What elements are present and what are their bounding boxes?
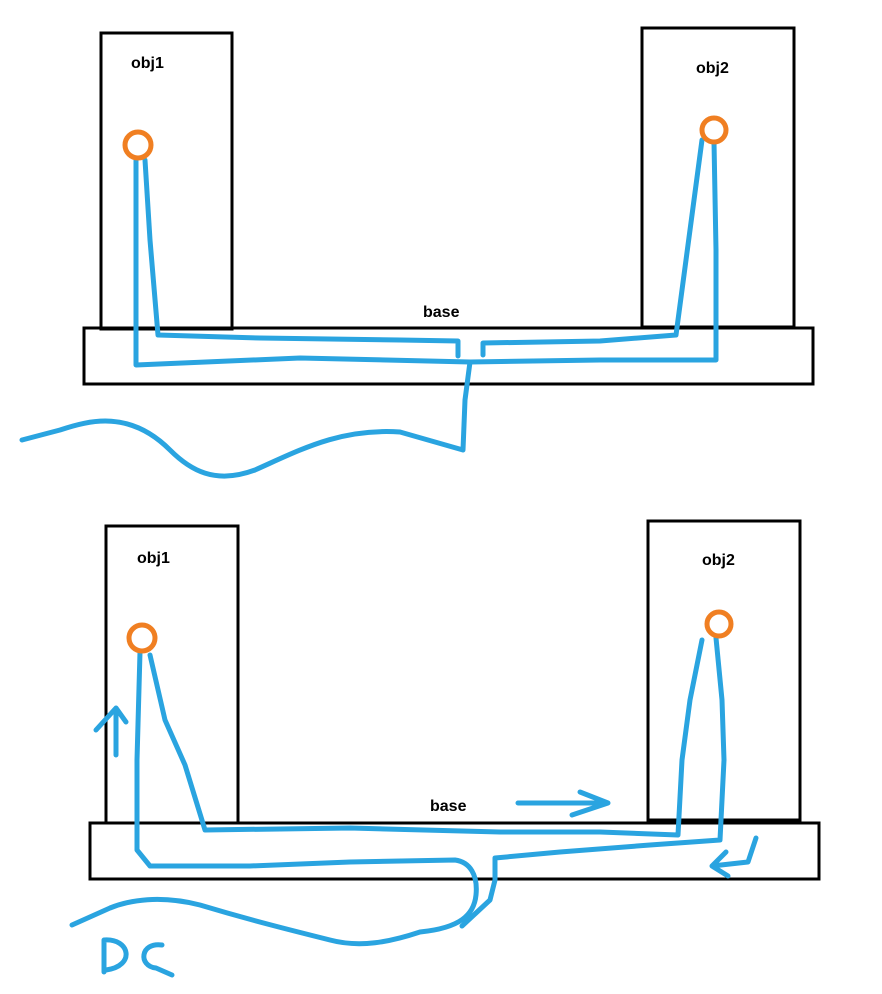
bottom-base-box — [88, 821, 821, 881]
bottom-wire-obj2-return — [459, 635, 727, 929]
top-obj1-node — [122, 129, 154, 161]
bottom-arrow-left — [709, 835, 759, 879]
top-obj1-label: obj1 — [131, 55, 164, 72]
bottom-diagram: obj1 obj2 base — [69, 519, 821, 978]
bottom-wire-obj1-outer — [69, 649, 479, 947]
bottom-base-label: base — [430, 798, 467, 815]
handwritten-dc-note — [101, 937, 175, 978]
top-base-label: base — [423, 304, 460, 321]
top-diagram: obj1 obj2 base — [19, 26, 815, 479]
top-wire-lead-out — [19, 359, 473, 479]
bottom-obj2-label: obj2 — [702, 552, 735, 569]
bottom-obj1-node — [126, 622, 158, 654]
bottom-obj2-box — [646, 519, 802, 822]
top-base-box — [82, 326, 815, 386]
bottom-wire-obj1-inner — [147, 637, 705, 838]
top-obj2-node — [699, 115, 729, 145]
bottom-arrow-up — [93, 705, 129, 758]
top-obj1-box — [99, 31, 234, 331]
bottom-obj2-node — [704, 609, 734, 639]
top-obj2-label: obj2 — [696, 60, 729, 77]
bottom-obj1-label: obj1 — [137, 550, 170, 567]
top-wire-obj1 — [133, 155, 473, 368]
bottom-obj1-box — [104, 524, 240, 825]
top-wire-obj2 — [467, 137, 719, 365]
bottom-arrow-right — [515, 789, 611, 818]
